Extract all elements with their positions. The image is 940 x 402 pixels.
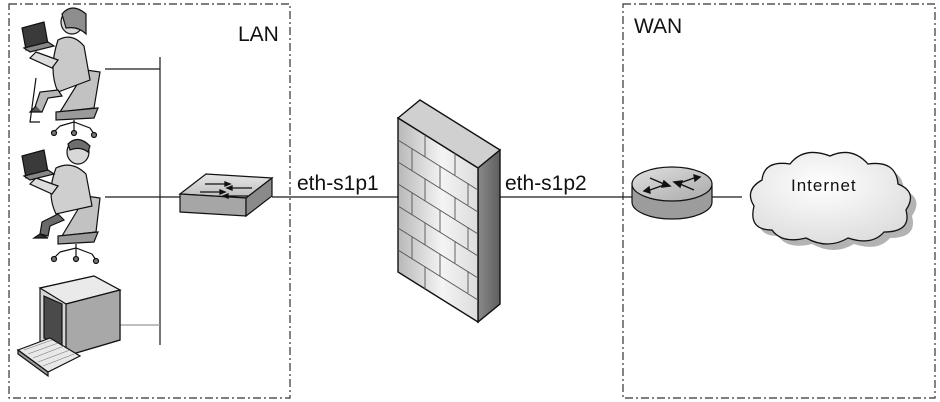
wan-zone-label: WAN <box>634 15 683 38</box>
wan-zone-box <box>622 3 936 399</box>
cloud-icon <box>749 151 917 250</box>
lan-links <box>105 57 742 345</box>
lan-zone-label: LAN <box>238 23 279 46</box>
internet-label: Internet <box>791 176 857 195</box>
woman-laptop-icon <box>21 7 101 139</box>
firewall-icon <box>396 99 502 324</box>
router-icon <box>631 166 713 220</box>
computer-icon <box>16 275 122 378</box>
wan-interface-label: eth-s1p2 <box>505 172 587 195</box>
lan-zone-box <box>8 3 291 399</box>
switch-icon <box>178 173 274 218</box>
man-laptop-icon <box>21 138 101 265</box>
lan-interface-label: eth-s1p1 <box>297 172 379 195</box>
